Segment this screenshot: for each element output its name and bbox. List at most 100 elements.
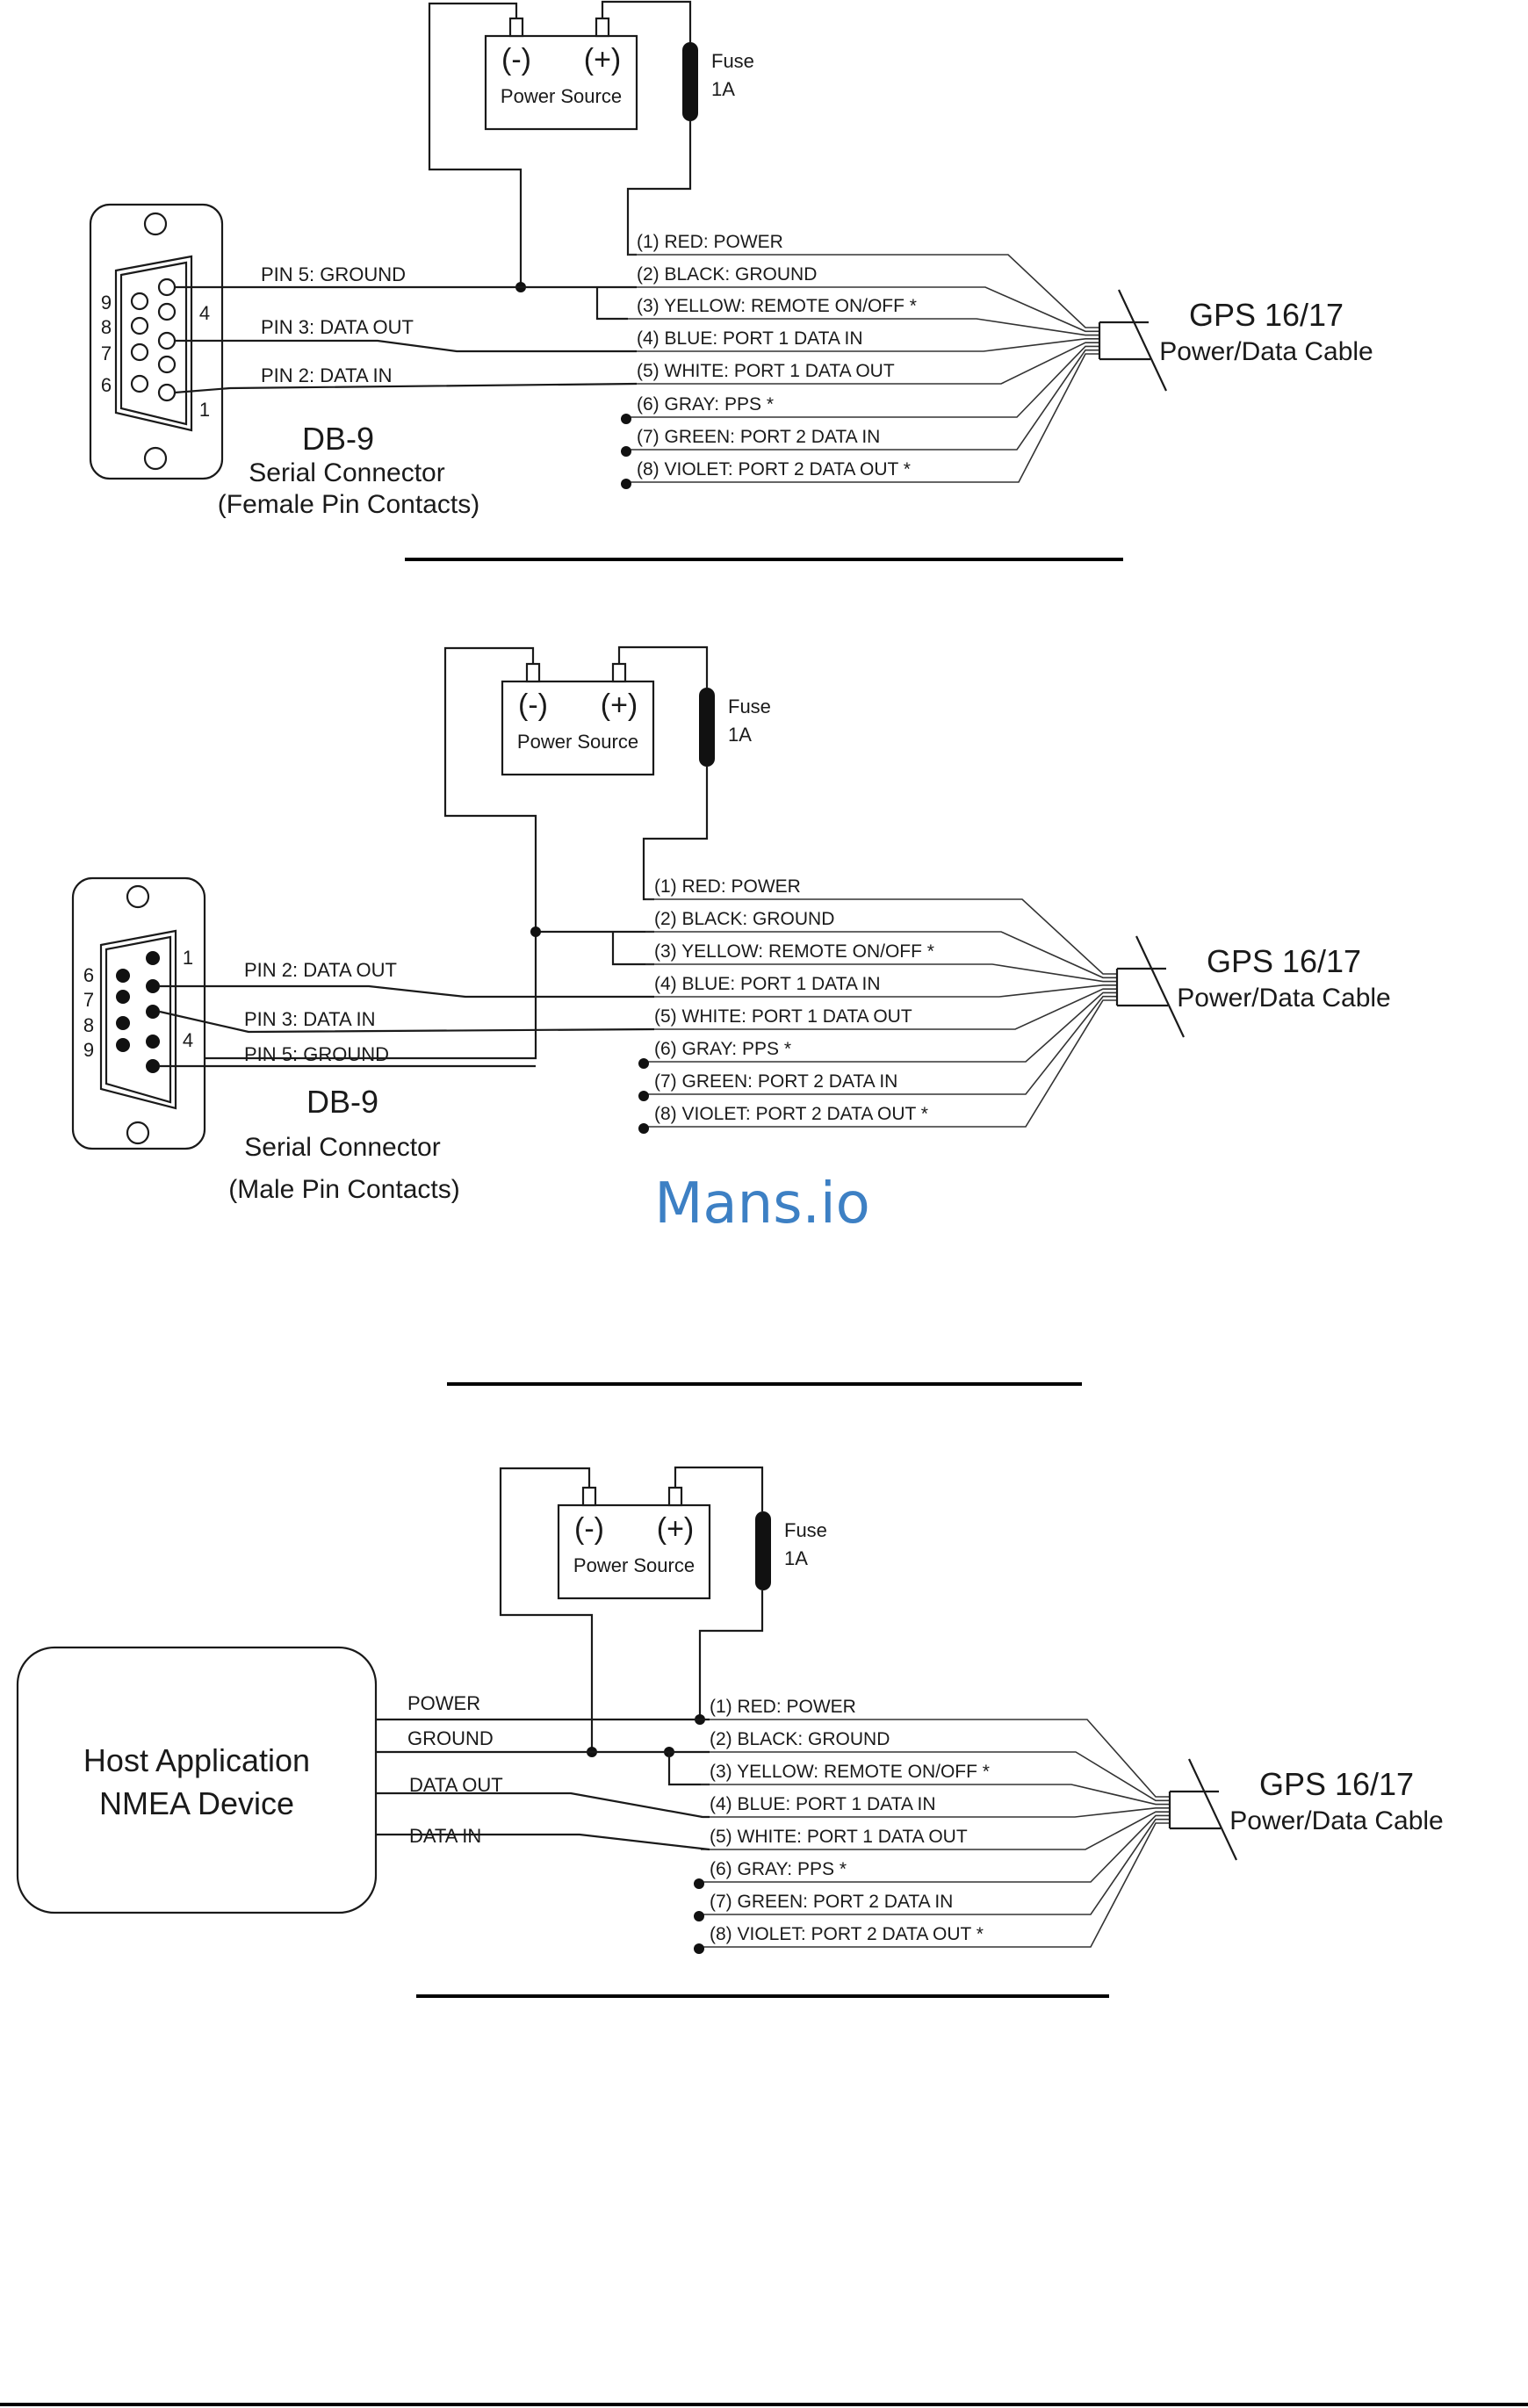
positive-label: (+) [657, 1512, 695, 1546]
cable-wire-4: (4) BLUE: PORT 1 DATA IN [628, 328, 1099, 352]
wire-line [628, 342, 1099, 385]
cable-wire-5: (5) WHITE: PORT 1 DATA OUT [701, 1811, 1170, 1850]
wire-label: (2) BLACK: GROUND [710, 1729, 890, 1749]
wire-label: (8) VIOLET: PORT 2 DATA OUT * [710, 1924, 984, 1944]
socket-contact-icon [130, 316, 149, 335]
wire-label: (4) BLUE: PORT 1 DATA IN [637, 328, 863, 349]
pin2-data-in-wire [174, 382, 638, 394]
wire-end-terminal-icon [621, 479, 631, 489]
gps-cable: (1) RED: POWER(2) BLACK: GROUND(3) YELLO… [621, 232, 1373, 489]
wire-line [701, 1719, 1170, 1798]
cable-wire-1: (1) RED: POWER [701, 1697, 1170, 1798]
signal-label: GROUND [407, 1727, 494, 1749]
wire-label: (7) GREEN: PORT 2 DATA IN [637, 427, 880, 447]
cable-break-icon [1188, 1758, 1237, 1861]
power-source-box [484, 34, 638, 131]
wire-label: (2) BLACK: GROUND [654, 909, 834, 929]
wire-label: (8) VIOLET: PORT 2 DATA OUT * [654, 1104, 928, 1124]
cable-wire-6: (6) GRAY: PPS * [638, 991, 1117, 1069]
mounting-hole-icon [126, 884, 150, 909]
connector-note: (Male Pin Contacts) [228, 1175, 459, 1204]
positive-terminal-icon [667, 1486, 683, 1507]
wire-line [628, 353, 1099, 483]
cable-break-icon [1118, 289, 1167, 392]
connector-title: DB-9 [306, 1084, 378, 1120]
fuse-label: Fuse [728, 696, 771, 717]
pin-contact-icon [146, 1059, 160, 1073]
cable-wire-4: (4) BLUE: PORT 1 DATA IN [645, 974, 1117, 998]
pin-number: 1 [199, 399, 210, 421]
pin2-data-out-wire [160, 984, 654, 999]
connector-subtitle: Serial Connector [244, 1133, 440, 1162]
wire-line [645, 988, 1117, 1030]
pin-number: 7 [101, 342, 112, 364]
power-source-box [501, 680, 655, 776]
cable-subtitle: Power/Data Cable [1229, 1806, 1443, 1835]
pin-number: 4 [183, 1029, 193, 1051]
wire-line [645, 984, 1117, 998]
connector-title: DB-9 [302, 421, 374, 457]
cable-wire-1: (1) RED: POWER [645, 876, 1117, 975]
ground-wire [499, 1467, 594, 1752]
cable-wire-5: (5) WHITE: PORT 1 DATA OUT [645, 988, 1117, 1030]
power-wire-bottom [698, 1590, 764, 1719]
wire-label: (7) GREEN: PORT 2 DATA IN [654, 1071, 897, 1092]
cable-wire-3: (3) YELLOW: REMOTE ON/OFF * [701, 1762, 1170, 1806]
pin-contact-icon [116, 1016, 130, 1030]
cable-wire-4: (4) BLUE: PORT 1 DATA IN [701, 1794, 1170, 1818]
power-source-label: Power Source [573, 1554, 695, 1576]
fuse-rating-label: 1A [711, 78, 735, 100]
wire-line [628, 318, 1099, 336]
pin-label: PIN 2: DATA IN [261, 364, 393, 386]
pin-number: 7 [83, 989, 94, 1011]
cable-wire-1: (1) RED: POWER [628, 232, 1099, 328]
mounting-hole-icon [126, 1121, 150, 1145]
fuse-icon [682, 42, 698, 121]
pin-label: PIN 5: GROUND [261, 263, 406, 285]
wire-line [645, 963, 1117, 983]
wire-line [645, 931, 1117, 979]
wire-label: (5) WHITE: PORT 1 DATA OUT [654, 1006, 912, 1027]
remote-tie-wire [667, 1752, 710, 1786]
wire-line [645, 991, 1117, 1063]
wire-end-terminal-icon [638, 1123, 649, 1134]
wire-line [628, 345, 1099, 418]
host-device-name: Host Application [83, 1742, 310, 1778]
negative-terminal-icon [581, 1486, 597, 1507]
socket-contact-icon [157, 383, 177, 402]
wire-label: (3) YELLOW: REMOTE ON/OFF * [654, 941, 934, 962]
wire-label: (2) BLACK: GROUND [637, 264, 817, 285]
signal-label: DATA IN [409, 1825, 481, 1847]
wire-end-terminal-icon [638, 1091, 649, 1101]
wire-line [628, 254, 1099, 328]
wire-line [701, 1818, 1170, 1915]
pin-label: PIN 2: DATA OUT [244, 959, 397, 981]
pin-label: PIN 3: DATA OUT [261, 316, 414, 338]
wire-end-terminal-icon [621, 446, 631, 457]
positive-terminal-icon [595, 17, 610, 38]
host-data-out-wire [376, 1792, 710, 1819]
wire-line [645, 898, 1117, 975]
connector-note: (Female Pin Contacts) [218, 490, 479, 519]
cable-wire-5: (5) WHITE: PORT 1 DATA OUT [628, 342, 1099, 385]
connector-face-inner [105, 935, 172, 1104]
socket-contact-icon [130, 292, 149, 311]
host-data-in-wire [376, 1833, 710, 1851]
cable-title: GPS 16/17 [1207, 943, 1361, 979]
pin-contact-icon [146, 979, 160, 993]
cable-title: GPS 16/17 [1189, 297, 1344, 333]
negative-label: (-) [518, 689, 548, 722]
wire-end-terminal-icon [694, 1911, 704, 1921]
wire-line [701, 1822, 1170, 1948]
socket-contact-icon [157, 278, 177, 297]
power-wire-top [617, 645, 709, 688]
cable-wire-3: (3) YELLOW: REMOTE ON/OFF * [645, 941, 1117, 983]
fuse-icon [699, 688, 715, 767]
connector-face-inner [119, 261, 188, 426]
fuse-icon [755, 1511, 771, 1590]
positive-label: (+) [584, 43, 622, 76]
negative-label: (-) [501, 43, 531, 76]
